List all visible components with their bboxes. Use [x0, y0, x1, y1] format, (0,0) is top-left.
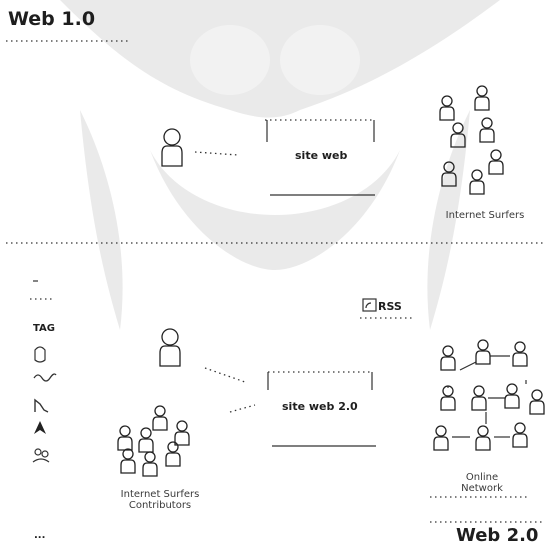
rss-label: RSS: [378, 300, 402, 313]
web2-contributors-cluster: [118, 406, 189, 476]
sidebar-bookmark-icon: [34, 421, 46, 434]
rss-icon: [363, 299, 376, 311]
web2-publisher-link: [205, 368, 245, 382]
web2-online-network: [434, 340, 544, 450]
web1-publisher-person: [162, 129, 182, 166]
contributors-label-line2: Contributors: [98, 500, 222, 511]
web1-internet-surfers: [440, 86, 503, 194]
web1-publisher-link: [195, 152, 238, 155]
contributors-label-line1: Internet Surfers: [98, 489, 222, 500]
sidebar-signature-icon: [34, 374, 56, 381]
sidebar-mouse-icon: [35, 347, 45, 362]
sidebar-more-label: ...: [34, 530, 45, 541]
web2-publisher-person: [160, 329, 180, 366]
sidebar-hand-icon: [35, 400, 48, 412]
sidebar-icons: [30, 281, 56, 462]
web2-contributors-link: [230, 405, 255, 412]
web2-site-label: site web 2.0: [282, 400, 358, 413]
sidebar-tag-label: TAG: [33, 323, 55, 334]
sidebar-users-icon: [33, 449, 49, 462]
web1-site-label: site web: [295, 149, 347, 162]
web1-audience-label: Internet Surfers: [426, 210, 544, 221]
network-label-line2: Network: [438, 483, 526, 494]
network-label-line1: Online: [438, 472, 526, 483]
